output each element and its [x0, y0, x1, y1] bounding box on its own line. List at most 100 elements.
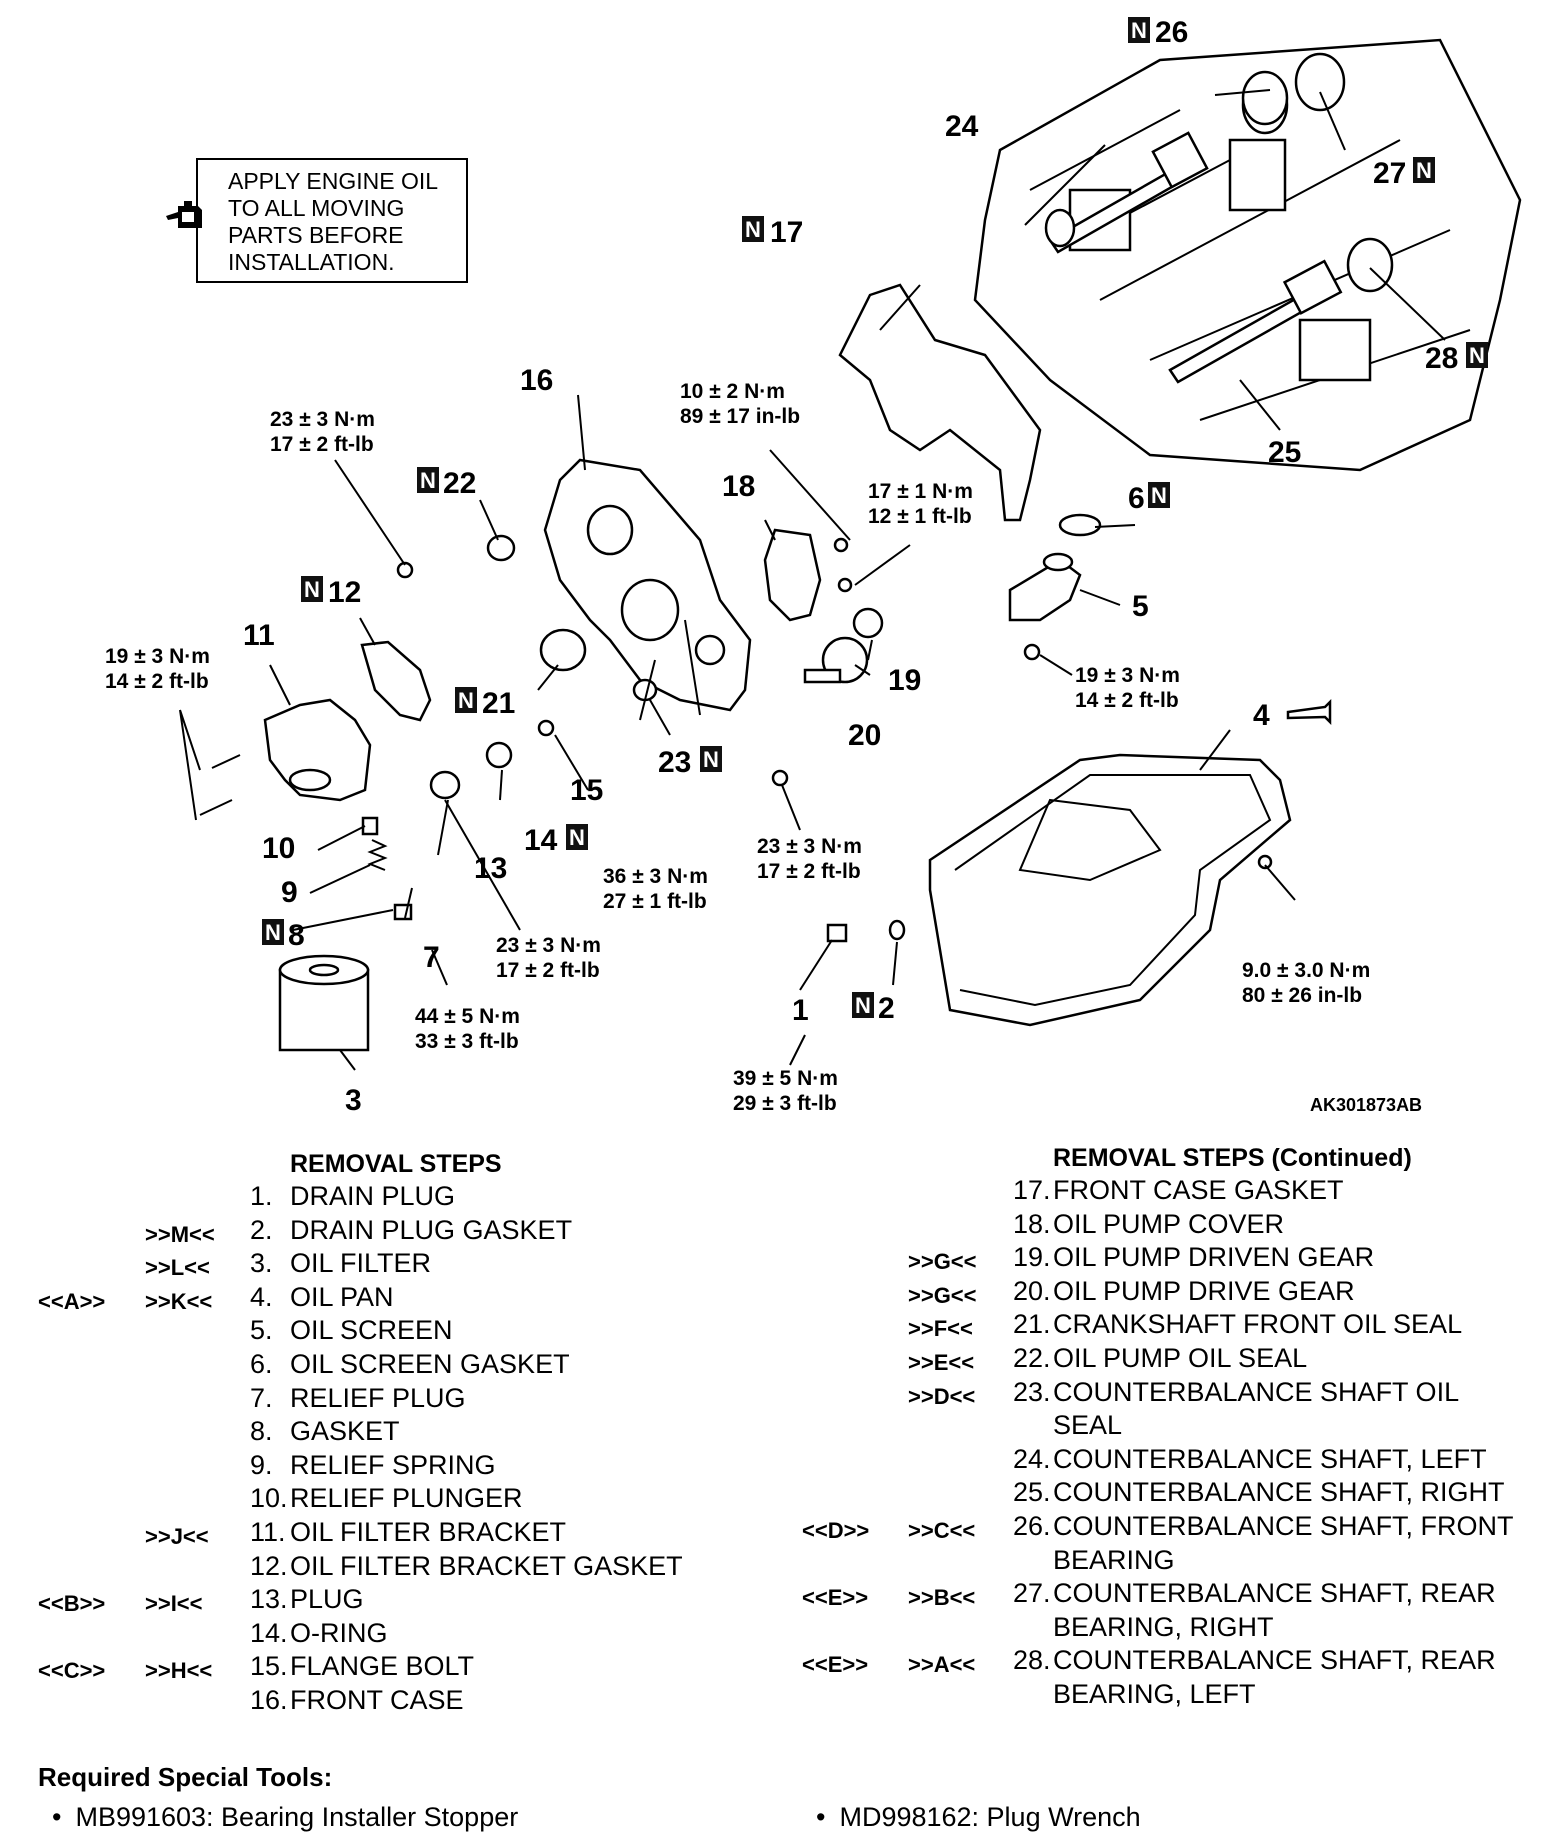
step-install-code: >>A<<	[908, 1652, 976, 1678]
step-removal-code: <<C>>	[38, 1658, 106, 1684]
step-label: RELIEF SPRING	[290, 1449, 496, 1480]
svg-text:33 ± 3 ft-lb: 33 ± 3 ft-lb	[415, 1030, 519, 1053]
step-install-code: >>H<<	[145, 1658, 213, 1684]
removal-step-row: <<A>>>>K<<4.OIL PAN	[0, 1281, 760, 1315]
step-number: 22.	[1013, 1342, 1051, 1373]
callout-8: 8	[288, 919, 305, 952]
bullet: •	[816, 1802, 826, 1832]
svg-text:10 ± 2 N·m: 10 ± 2 N·m	[680, 380, 785, 403]
new-part-marker-23: N	[700, 746, 722, 772]
bullet: •	[52, 1802, 62, 1832]
step-number: 14.	[250, 1617, 288, 1648]
step-install-code: >>M<<	[145, 1221, 215, 1247]
step-removal-code: <<B>>	[38, 1591, 106, 1617]
removal-step-row: >>F<<21.CRANKSHAFT FRONT OIL SEAL	[760, 1308, 1560, 1342]
step-number: 11.	[250, 1516, 286, 1547]
tool-label: MD998162: Plug Wrench	[839, 1802, 1141, 1832]
front-case-gasket	[838, 283, 1042, 522]
callout-22: 22	[443, 467, 476, 500]
relief-plug	[393, 903, 413, 921]
step-number: 10.	[250, 1483, 288, 1514]
removal-step-row: BEARING	[760, 1544, 1560, 1578]
step-removal-code: <<A>>	[38, 1288, 106, 1314]
svg-text:N: N	[1151, 483, 1167, 508]
step-number: 8.	[250, 1416, 273, 1447]
torque-spec-plug: 23 ± 3 N·m 17 ± 2 ft-lb	[496, 934, 601, 982]
svg-text:19 ± 3 N·m: 19 ± 3 N·m	[105, 645, 210, 668]
drain-plug-gasket	[888, 919, 906, 941]
note-line-1: APPLY ENGINE OIL	[228, 168, 439, 194]
counterbalance-shaft-right	[1168, 259, 1343, 384]
new-part-marker-26: N	[1128, 17, 1150, 43]
torque-spec-drain-plug: 39 ± 5 N·m 29 ± 3 ft-lb	[733, 1067, 838, 1115]
step-label: COUNTERBALANCE SHAFT OIL	[1053, 1376, 1460, 1407]
step-label: FRONT CASE	[290, 1684, 464, 1715]
svg-text:N: N	[1469, 343, 1485, 368]
svg-text:23 ± 3 N·m: 23 ± 3 N·m	[496, 934, 601, 957]
step-install-code: >>G<<	[908, 1282, 977, 1308]
callout-3: 3	[345, 1084, 362, 1117]
svg-text:17 ± 2 ft-lb: 17 ± 2 ft-lb	[757, 860, 861, 883]
step-label: COUNTERBALANCE SHAFT, RIGHT	[1053, 1477, 1505, 1508]
step-number: 24.	[1013, 1443, 1051, 1474]
step-install-code: >>G<<	[908, 1249, 977, 1275]
step-label: OIL SCREEN GASKET	[290, 1348, 570, 1379]
step-label: RELIEF PLUNGER	[290, 1483, 523, 1514]
note-line-3: PARTS BEFORE	[228, 222, 404, 248]
callout-24: 24	[945, 110, 979, 143]
svg-text:N: N	[265, 920, 281, 945]
callout-5: 5	[1132, 590, 1149, 623]
svg-text:23 ± 3 N·m: 23 ± 3 N·m	[270, 408, 375, 431]
step-label: OIL FILTER	[290, 1248, 432, 1279]
svg-text:N: N	[703, 747, 719, 772]
svg-text:23 ± 3 N·m: 23 ± 3 N·m	[757, 835, 862, 858]
step-install-code: >>D<<	[908, 1383, 976, 1409]
tool-label: MB991603: Bearing Installer Stopper	[75, 1802, 519, 1832]
callout-18: 18	[722, 470, 755, 503]
torque-spec-oil-screen-bolt: 19 ± 3 N·m 14 ± 2 ft-lb	[1075, 664, 1180, 712]
svg-text:N: N	[855, 993, 871, 1018]
step-install-code: >>E<<	[908, 1349, 975, 1375]
svg-text:N: N	[745, 217, 761, 242]
callout-12: 12	[328, 576, 361, 609]
callout-1: 1	[792, 994, 809, 1027]
step-label: RELIEF PLUG	[290, 1382, 466, 1413]
step-label: OIL SCREEN	[290, 1315, 453, 1346]
step-install-code: >>J<<	[145, 1523, 209, 1549]
step-label: FRONT CASE GASKET	[1053, 1175, 1344, 1205]
exploded-parts-diagram: 1 2 3 4 5 6 7 8 9 10 11 12 13 14 15 16 1…	[105, 16, 1522, 1117]
oil-pump-cover	[763, 528, 822, 622]
oil-pump-drive-gear	[803, 636, 869, 684]
step-install-code: >>K<<	[145, 1288, 213, 1314]
removal-step-row: BEARING, RIGHT	[760, 1611, 1560, 1645]
step-label: SEAL	[1053, 1410, 1123, 1441]
callout-26: 26	[1155, 16, 1188, 49]
oil-pan-illustration	[928, 753, 1292, 1027]
callout-7: 7	[423, 941, 440, 974]
callout-11: 11	[243, 619, 275, 652]
removal-step-row: 8.GASKET	[0, 1415, 760, 1449]
oil-screen-gasket	[1058, 513, 1102, 537]
svg-text:17 ± 1 N·m: 17 ± 1 N·m	[868, 480, 973, 503]
removal-step-row: BEARING, LEFT	[760, 1678, 1560, 1712]
callout-2: 2	[878, 992, 895, 1025]
callout-15: 15	[570, 774, 603, 807]
svg-text:80 ± 26 in-lb: 80 ± 26 in-lb	[1242, 984, 1362, 1007]
step-number: 5.	[250, 1315, 273, 1346]
svg-text:N: N	[458, 688, 474, 713]
callout-23: 23	[658, 746, 691, 779]
callout-10: 10	[262, 832, 295, 865]
callout-9: 9	[281, 876, 298, 909]
callout-27: 27	[1373, 157, 1406, 190]
step-number: 15.	[250, 1651, 288, 1682]
removal-step-row: SEAL	[760, 1409, 1560, 1443]
removal-step-row: <<B>>>>I<<13.PLUG	[0, 1583, 760, 1617]
tool-item-2: • MD998162: Plug Wrench	[816, 1802, 1141, 1833]
removal-step-row: >>G<<20.OIL PUMP DRIVE GEAR	[760, 1275, 1560, 1309]
step-number: 19.	[1013, 1242, 1051, 1273]
callout-19: 19	[888, 664, 921, 697]
step-number: 20.	[1013, 1275, 1051, 1306]
svg-text:17 ± 2 ft-lb: 17 ± 2 ft-lb	[496, 959, 600, 982]
step-label: BEARING, LEFT	[1053, 1678, 1256, 1709]
removal-step-row: 16.FRONT CASE	[0, 1684, 760, 1718]
